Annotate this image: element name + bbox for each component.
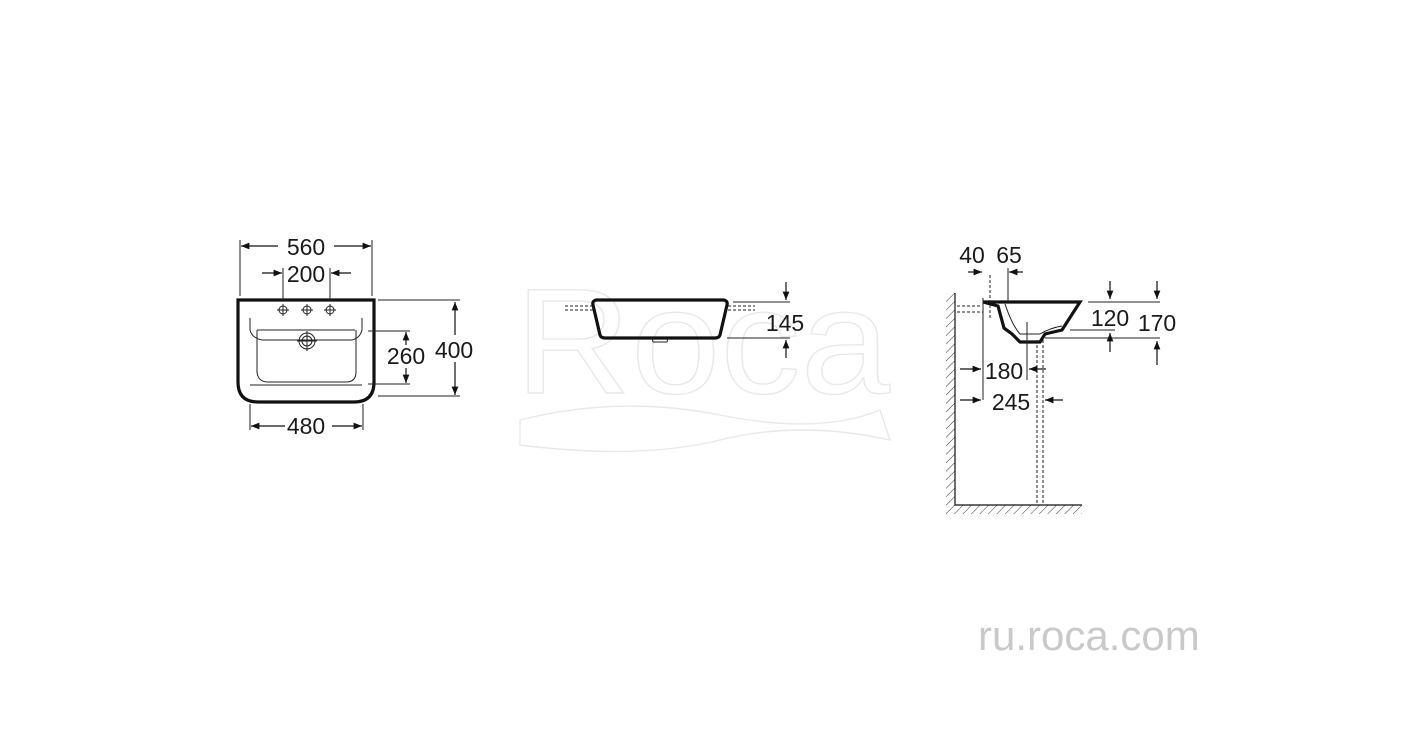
- dim-560: 560: [287, 234, 325, 260]
- drain-icon: [297, 331, 317, 351]
- tap-hole-icons: [277, 304, 336, 316]
- dim-65: 65: [996, 242, 1022, 268]
- roca-watermark: Roca: [514, 256, 891, 453]
- website-url: ru.roca.com: [978, 612, 1200, 659]
- side-view: 40 65 120 170 180 245: [946, 242, 1176, 514]
- section-view: 145: [565, 282, 804, 358]
- dim-200: 200: [287, 261, 325, 287]
- dim-480: 480: [287, 413, 325, 439]
- dim-145: 145: [766, 310, 804, 336]
- dim-180: 180: [985, 358, 1023, 384]
- dim-245: 245: [992, 389, 1030, 415]
- dim-120: 120: [1091, 305, 1129, 331]
- dim-400: 400: [435, 337, 473, 363]
- dim-170: 170: [1138, 310, 1176, 336]
- dim-260: 260: [387, 343, 425, 369]
- dim-40: 40: [959, 242, 985, 268]
- svg-text:Roca: Roca: [515, 257, 891, 425]
- front-view: 560 200 400 260 480: [236, 234, 473, 439]
